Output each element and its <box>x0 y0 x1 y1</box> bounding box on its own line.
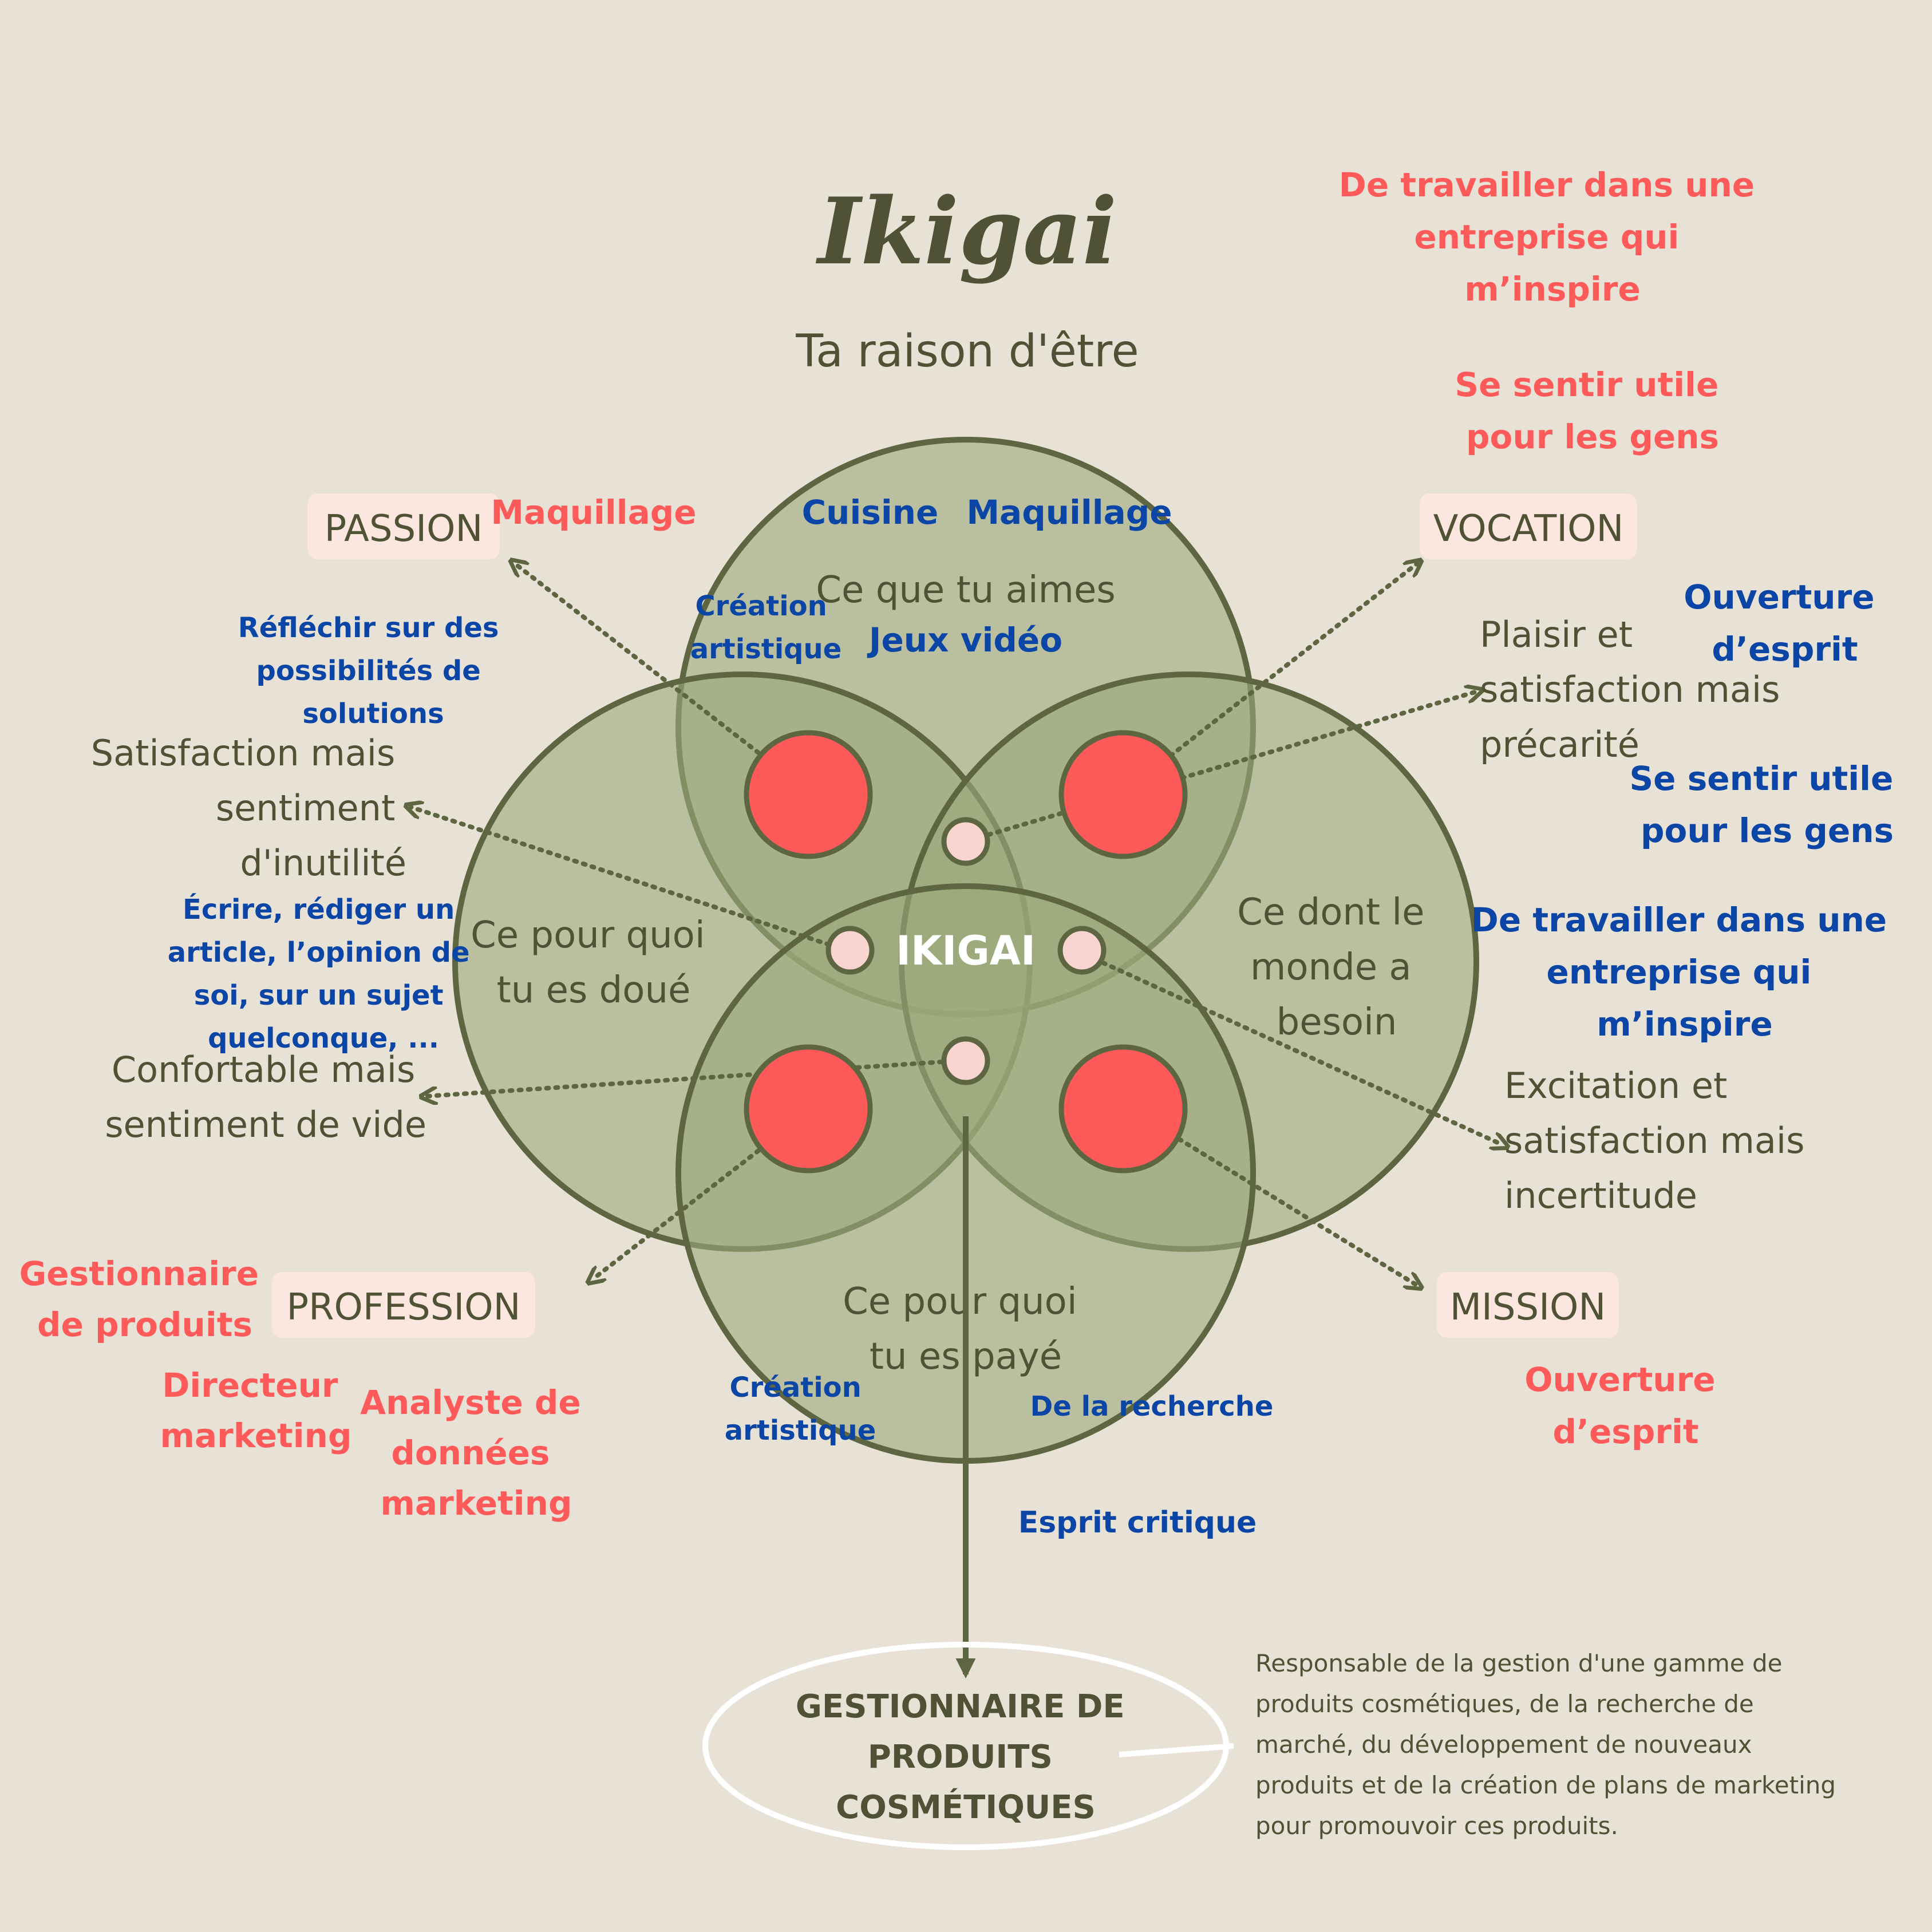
center-ikigai-label: IKIGAI <box>896 927 1036 974</box>
result-connector <box>1119 1743 1234 1757</box>
profession-label: PROFESSION <box>286 1286 520 1329</box>
red-note-travailler: De travailler dans une entreprise qui m’… <box>1339 165 1767 309</box>
profession-label-bg <box>272 1272 535 1338</box>
node-small-left <box>825 926 875 975</box>
red-notes: Maquillage De travailler dans une entrep… <box>19 165 1767 1523</box>
passion-label-bg <box>307 493 500 559</box>
result-title: GESTIONNAIRE DE PRODUITS COSMÉTIQUES <box>796 1688 1136 1826</box>
red-note-gestionnaire: Gestionnaire de produits <box>19 1254 271 1344</box>
passion-state-text: Satisfaction mais sentiment d'inutilité <box>91 732 406 884</box>
blue-note-maquillage: Maquillage <box>966 493 1172 532</box>
arrow-mission-state <box>1101 961 1503 1145</box>
circle-good-at-caption: Ce pour quoi tu es doué <box>471 914 717 1012</box>
profession-state-text: Confortable mais sentiment de vide <box>105 1049 426 1145</box>
mission-label: MISSION <box>1450 1286 1606 1329</box>
category-labels: PASSION VOCATION PROFESSION MISSION <box>272 493 1637 1338</box>
blue-note-utile: Se sentir utile pour les gens <box>1629 759 1905 850</box>
vocation-label: VOCATION <box>1433 508 1624 550</box>
blue-note-creation-bottom: Création artistique <box>725 1372 876 1447</box>
blue-notes: Cuisine Maquillage Création artistique J… <box>168 493 1905 1540</box>
arrow-vocation <box>1168 564 1417 758</box>
blue-note-reflechir: Réfléchir sur des possibilités de soluti… <box>238 612 508 730</box>
circle-paid-for-caption: Ce pour quoi tu es payé <box>843 1281 1089 1378</box>
arrow-profession <box>592 1148 761 1279</box>
blue-note-recherche: De la recherche <box>1030 1390 1274 1423</box>
arrow-mission <box>1177 1137 1417 1285</box>
blue-note-esprit-critique: Esprit critique <box>1018 1506 1257 1540</box>
vocation-state-text: Plaisir et satisfaction mais précarité <box>1480 614 1791 765</box>
blue-note-cuisine: Cuisine <box>802 493 939 532</box>
mission-state-text: Excitation et satisfaction mais incertit… <box>1504 1065 1816 1216</box>
passion-label: PASSION <box>325 508 483 550</box>
node-vocation <box>1058 730 1188 859</box>
blue-note-ecrire: Écrire, rédiger un article, l’opinion de… <box>168 893 479 1054</box>
blue-note-jeux: Jeux vidéo <box>867 621 1062 659</box>
arrow-passion-state <box>411 807 831 947</box>
red-note-utile: Se sentir utile pour les gens <box>1455 365 1730 456</box>
blue-note-creation-top: Création artistique <box>690 590 842 665</box>
red-note-directeur: Directeur marketing <box>160 1366 352 1455</box>
vocation-label-bg <box>1420 493 1637 559</box>
node-small-right <box>1057 926 1107 975</box>
blue-note-travailler: De travailler dans une entreprise qui m’… <box>1471 900 1899 1044</box>
circle-world-needs-caption: Ce dont le monde a besoin <box>1237 891 1436 1044</box>
blue-note-ouverture: Ouverture d’esprit <box>1684 578 1886 669</box>
red-note-maquillage: Maquillage <box>491 493 696 532</box>
arrow-passion <box>515 564 761 755</box>
node-small-bottom <box>941 1036 990 1085</box>
red-note-analyste: Analyste de données marketing <box>360 1383 592 1523</box>
page-subtitle: Ta raison d'être <box>795 326 1139 377</box>
node-small-top <box>941 817 990 866</box>
red-note-ouverture: Ouverture d’esprit <box>1524 1360 1727 1451</box>
circle-love-caption: Ce que tu aimes <box>816 569 1115 611</box>
page-title: Ikigai <box>816 177 1117 285</box>
intersection-nodes <box>744 730 1188 1174</box>
node-profession <box>744 1044 873 1174</box>
result-description: Responsable de la gestion d'une gamme de… <box>1255 1649 1843 1840</box>
node-passion <box>744 730 873 859</box>
node-mission <box>1058 1044 1188 1174</box>
mission-label-bg <box>1437 1272 1619 1338</box>
